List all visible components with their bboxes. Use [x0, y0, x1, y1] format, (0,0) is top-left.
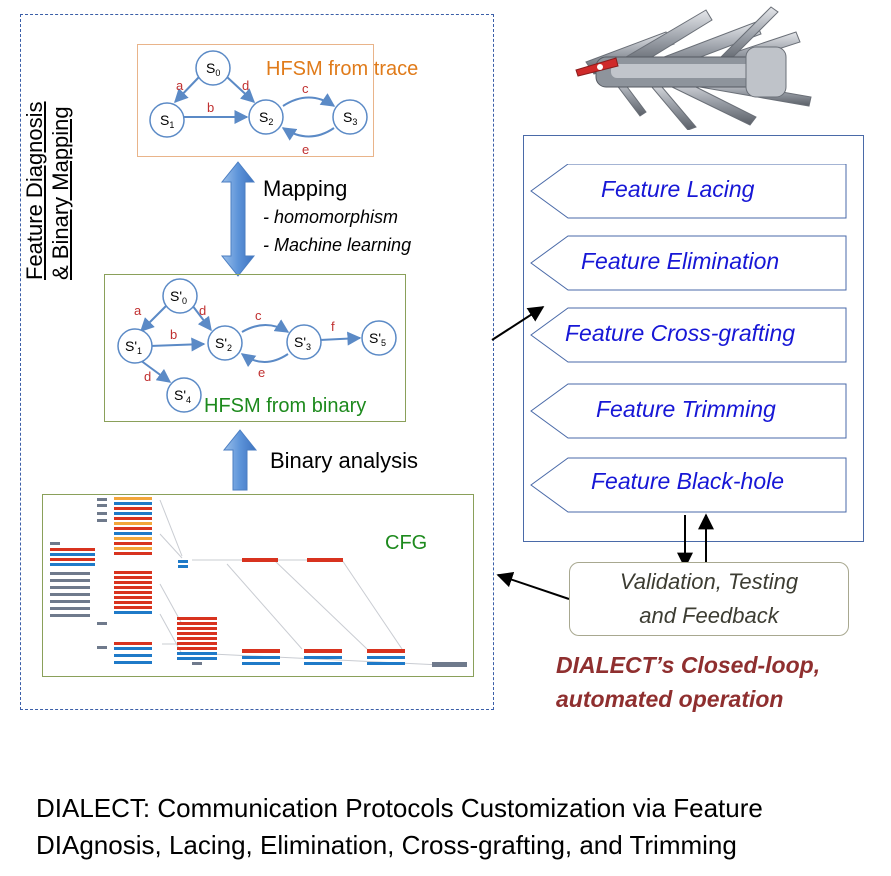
- edge-a: [174, 76, 200, 104]
- hfsm-binary-graph: a d b c e f d S'0 S'1 S'2 S'3 S'4 S'5: [117, 278, 397, 413]
- edge-label-b: b: [207, 100, 214, 115]
- bin-state-s3: S'3: [286, 324, 322, 360]
- validation-box: Validation, Testing and Feedback: [569, 562, 849, 636]
- cfg-label: CFG: [385, 532, 428, 554]
- mapping-item-ml: - Machine learning: [263, 235, 412, 255]
- feature-trimming: Feature Trimming: [596, 396, 776, 422]
- svg-text:S'5: S'5: [369, 330, 386, 348]
- hfsm-trace-label: HFSM from trace: [266, 58, 419, 80]
- svg-text:S'0: S'0: [170, 288, 187, 306]
- bin-edge-label-d2: d: [144, 369, 151, 384]
- bin-edge-b: [149, 337, 206, 352]
- closed-loop-note: DIALECT’s Closed-loop, automated operati…: [556, 648, 820, 716]
- edge-label-e: e: [302, 142, 309, 157]
- edge-label-d: d: [242, 78, 249, 93]
- closed-loop-line1: DIALECT’s Closed-loop,: [556, 652, 821, 678]
- arrow-binary-to-features: [491, 306, 545, 341]
- state-s2: S2: [248, 99, 284, 135]
- svg-text:S'1: S'1: [125, 338, 142, 356]
- hfsm-trace-graph: a d b c e S0 S1 S2 S3: [149, 50, 368, 157]
- svg-text:S'3: S'3: [294, 334, 311, 352]
- state-s3: S3: [332, 99, 368, 135]
- caption-line1: DIALECT: Communication Protocols Customi…: [36, 793, 763, 823]
- binary-analysis-arrow: [222, 429, 258, 491]
- bin-state-s1: S'1: [117, 328, 153, 364]
- closed-loop-line2: automated operation: [556, 686, 784, 712]
- feature-cross-grafting: Feature Cross-grafting: [565, 320, 796, 346]
- feature-tag-shape-cross-grafting[interactable]: [530, 307, 847, 363]
- svg-text:S1: S1: [160, 112, 174, 130]
- cfg-block-stack-2: [114, 571, 152, 614]
- validation-line1: Validation, Testing: [619, 569, 799, 594]
- bin-edge-label-f: f: [331, 319, 335, 334]
- edge-label-a: a: [176, 78, 184, 93]
- feature-lacing: Feature Lacing: [601, 176, 755, 202]
- diagnosis-panel: [20, 14, 494, 710]
- bin-edge-d: [191, 304, 212, 332]
- bin-edge-c: [241, 319, 290, 333]
- edge-e: [281, 127, 335, 141]
- bin-edge-label-e: e: [258, 365, 265, 380]
- validation-line2: and Feedback: [639, 603, 779, 628]
- feature-elimination: Feature Elimination: [581, 248, 780, 274]
- cfg-graph: [50, 497, 467, 667]
- swiss-army-knife-icon: [575, 6, 812, 130]
- hfsm-binary-box: [104, 274, 406, 422]
- binary-analysis-label: Binary analysis: [270, 448, 418, 473]
- hfsm-binary-label: HFSM from binary: [204, 395, 367, 417]
- bin-edge-a: [140, 305, 167, 332]
- bin-edge-d2: [139, 359, 172, 383]
- bin-state-s2: S'2: [207, 325, 243, 361]
- cfg-block-stack-1: [114, 497, 152, 555]
- bin-state-s0: S'0: [162, 278, 198, 314]
- mapping-arrow: [220, 161, 256, 277]
- svg-text:S3: S3: [343, 109, 357, 127]
- edge-c: [282, 93, 336, 107]
- svg-text:S'4: S'4: [174, 387, 191, 405]
- state-s0: S0: [195, 50, 231, 86]
- bin-state-s4: S'4: [166, 377, 202, 413]
- bin-edge-label-c: c: [255, 308, 262, 323]
- bin-edge-label-d: d: [199, 303, 206, 318]
- bin-state-s5: S'5: [361, 320, 397, 356]
- svg-text:S'2: S'2: [215, 335, 232, 353]
- cfg-block-stack-3: [177, 617, 217, 660]
- feature-tag-shape-trimming[interactable]: [530, 383, 847, 439]
- caption: DIALECT: Communication Protocols Customi…: [36, 790, 763, 864]
- feature-black-hole: Feature Black-hole: [591, 468, 785, 494]
- arrow-validation-to-cfg: [496, 572, 570, 600]
- edge-d: [226, 76, 256, 103]
- mapping-title: Mapping: [263, 176, 348, 201]
- bin-edge-e: [240, 353, 289, 368]
- svg-text:S0: S0: [206, 60, 220, 78]
- caption-line2: DIAgnosis, Lacing, Elimination, Cross-gr…: [36, 830, 737, 860]
- feature-tag-shape-lacing[interactable]: [530, 164, 847, 219]
- bin-edge-label-a: a: [134, 303, 142, 318]
- bin-edge-label-b: b: [170, 327, 177, 342]
- bin-edge-f: [319, 331, 362, 346]
- edge-label-c: c: [302, 81, 309, 96]
- feature-tag-shape-elimination[interactable]: [530, 235, 847, 291]
- hfsm-trace-box: [137, 44, 374, 157]
- feature-tag-shape-black-hole[interactable]: [530, 457, 847, 513]
- state-s1: S1: [149, 102, 185, 138]
- mapping-item-homomorphism: - homomorphism: [263, 207, 399, 227]
- cfg-block-left: [50, 548, 95, 566]
- feature-tags: [530, 164, 847, 513]
- svg-text:S2: S2: [259, 109, 273, 127]
